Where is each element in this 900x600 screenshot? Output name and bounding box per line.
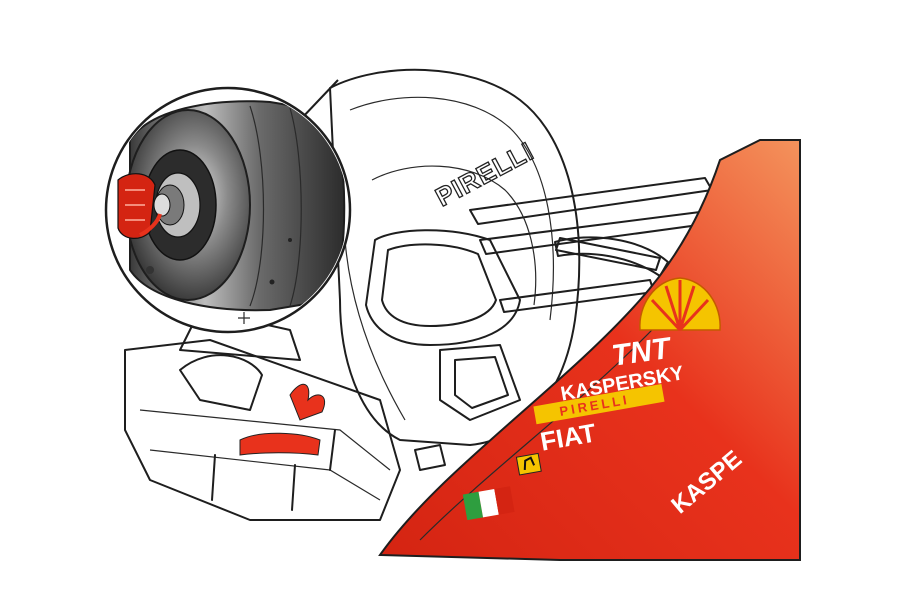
wing-flame-motif bbox=[289, 383, 326, 421]
italian-flag bbox=[462, 486, 515, 521]
ferrari-horse-badge bbox=[515, 452, 542, 476]
car-bodywork: TNT KASPERSKY PIRELLI FIAT KASPE bbox=[378, 139, 801, 561]
wheel-nut-retainer bbox=[117, 173, 162, 239]
wheel-spindle bbox=[153, 172, 201, 238]
brake-duct bbox=[365, 229, 521, 421]
front-wing bbox=[124, 309, 446, 521]
shell-pecten-logo bbox=[639, 277, 721, 332]
detail-inset bbox=[104, 79, 352, 334]
tyre-brand-label: PIRELLI bbox=[430, 136, 538, 213]
